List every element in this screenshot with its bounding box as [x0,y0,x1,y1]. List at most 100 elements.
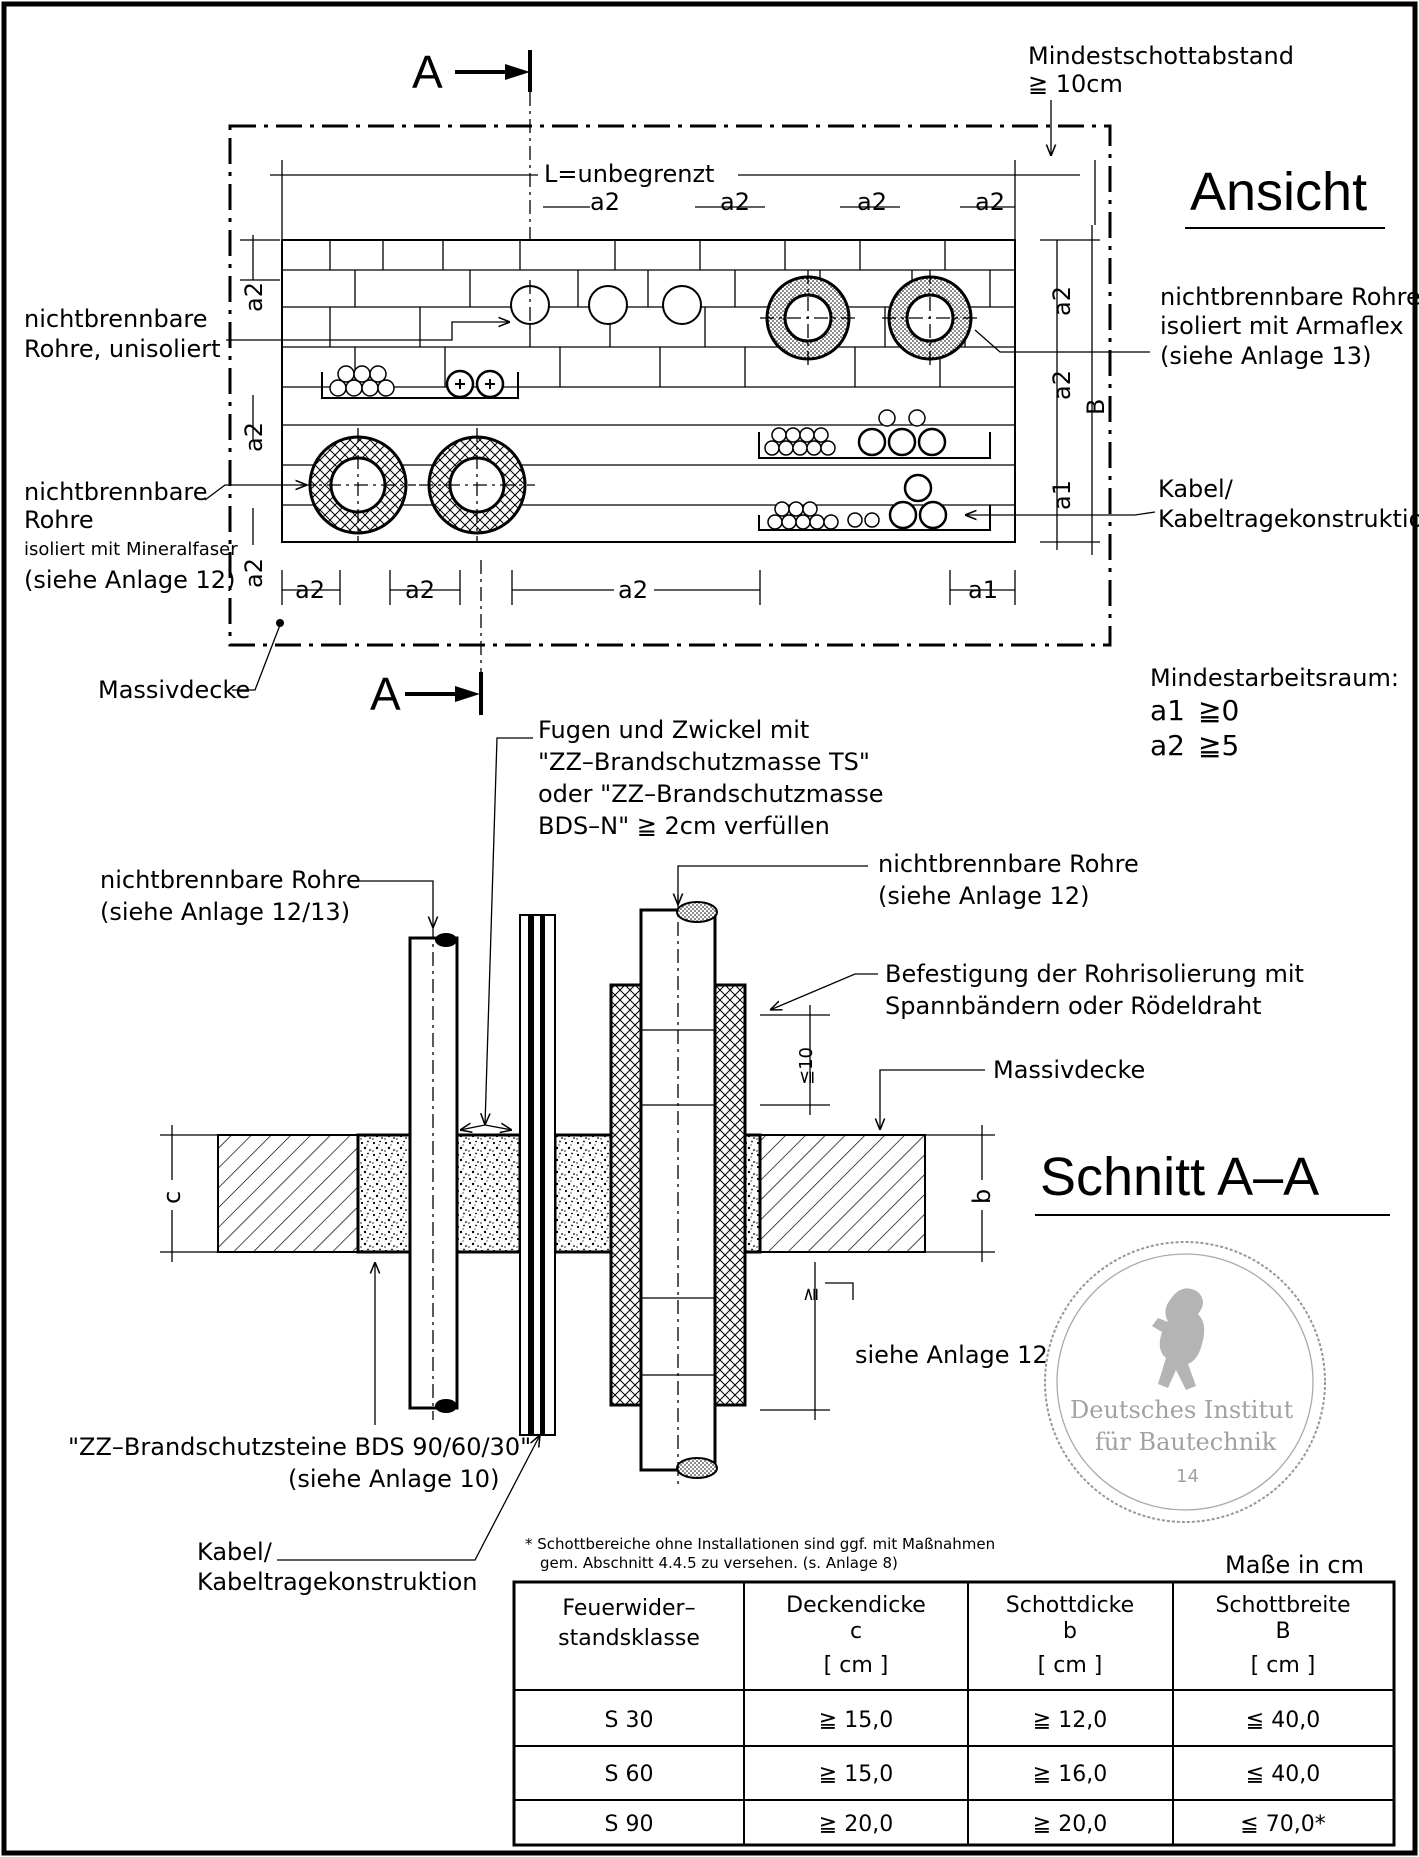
label-pipes-mineral-2: Rohre [24,506,94,534]
svg-text:a1: a1 [1048,480,1076,510]
table-cell: ≧ 15,0 [819,1708,893,1733]
cable-trays [321,365,991,531]
label-pipes-uninsulated-1: nichtbrennbare [24,305,208,333]
section-title: Schnitt A–A [1040,1147,1319,1207]
stamp-line2: für Bautechnik [1095,1428,1277,1456]
label-cables-section-1: Kabel/ [197,1538,273,1566]
label-pipes-mineral-1: nichtbrennbare [24,478,208,506]
pipes-armaflex [760,270,978,366]
label-joints-2: "ZZ–Brandschutzmasse TS" [538,748,870,776]
th-class-1: Feuerwider– [562,1596,695,1621]
cable-bundle [519,914,556,1436]
label-fastening-2: Spannbändern oder Rödeldraht [885,992,1262,1020]
label-joints-4: BDS–N" ≧ 2cm verfüllen [538,812,830,840]
dim-B: B [1082,399,1110,415]
pipe-left [408,925,459,1420]
stamp-line3: 14 [1176,1466,1199,1487]
label-joints-1: Fugen und Zwickel mit [538,716,809,744]
th-c-2: c [850,1619,862,1644]
label-pipes-uninsulated-2: Rohre, unisoliert [24,335,221,363]
svg-text:a2: a2 [857,188,887,216]
svg-text:a2: a2 [240,282,268,312]
th-class-2: standsklasse [558,1626,700,1651]
label-slab: Massivdecke [98,676,250,704]
dimensions-bottom: a2 a2 a2 a1 [281,570,1016,605]
label-pipes-mineral-4: (siehe Anlage 12) [24,566,235,594]
th-B-2: B [1275,1619,1290,1644]
svg-text:a2: a2 [1048,370,1076,400]
th-c-1: Deckendicke [786,1593,926,1618]
view-title: Ansicht [1190,162,1367,222]
units-label: Maße in cm [1225,1551,1364,1579]
workspace-a1-sym: a1 [1150,694,1185,727]
th-c-3: [ cm ] [824,1653,889,1678]
th-b-3: [ cm ] [1038,1653,1103,1678]
section-arrow-top [455,64,530,80]
slab-right [759,1134,926,1253]
label-pipes-right-2: (siehe Anlage 12) [878,882,1089,910]
table-cell: ≦ 40,0 [1246,1762,1320,1787]
svg-text:a2: a2 [618,576,648,604]
label-pipes-left-1: nichtbrennbare Rohre [100,866,361,894]
svg-text:a2: a2 [405,576,435,604]
table-cell: ≧ 20,0 [819,1812,893,1837]
min-distance-line2: ≧ 10cm [1028,70,1123,98]
dim-c: c [158,1191,186,1204]
label-joints-3: oder "ZZ–Brandschutzmasse [538,780,884,808]
pipe-right-insulated [609,895,747,1485]
min-distance-line1: Mindestschottabstand [1028,42,1294,70]
label-armaflex-2: isoliert mit Armaflex [1160,312,1404,340]
table-cell: S 30 [605,1708,654,1733]
th-b-2: b [1063,1619,1077,1644]
workspace-a2-sym: a2 [1150,729,1185,762]
bear-emblem [1152,1288,1205,1390]
table-cell: ≧ 12,0 [1033,1708,1107,1733]
section-schnitt: c b ≦10 ≧ Schnitt A–A Fugen und Zwickel … [68,716,1390,1596]
requirements-table: Feuerwider– standsklasse Deckendicke c [… [512,1580,1396,1847]
dim-b: b [968,1189,996,1204]
svg-text:a2: a2 [240,422,268,452]
dim-ge: ≧ [800,1287,821,1302]
svg-text:a2: a2 [975,188,1005,216]
th-B-1: Schottbreite [1215,1593,1350,1618]
table-cell: S 60 [605,1762,654,1787]
note-line1: * Schottbereiche ohne Installationen sin… [525,1535,995,1553]
brick-wall [281,239,1016,543]
dim-le-10: ≦10 [796,1047,817,1085]
length-dimension: L=unbegrenzt [544,160,714,188]
table-cell: ≧ 20,0 [1033,1812,1107,1837]
label-cables-1: Kabel/ [1158,475,1234,503]
view-ansicht: A A Mindestschottabstand ≧ 10cm L=unbegr… [24,42,1419,762]
stamp-line1: Deutsches Institut [1070,1396,1294,1424]
firestones-left [356,1133,412,1254]
table-cell: S 90 [605,1812,654,1837]
svg-text:a2: a2 [240,558,268,588]
label-pipes-right-1: nichtbrennbare Rohre [878,850,1139,878]
label-see-12: siehe Anlage 12 [855,1341,1048,1369]
label-stones-1: "ZZ–Brandschutzsteine BDS 90/60/30" [68,1433,531,1461]
slab-left [217,1134,359,1253]
a2-dimensions-top: a2 a2 a2 a2 [543,188,1015,216]
table-cell: ≧ 16,0 [1033,1762,1107,1787]
section-mark-top: A [412,46,443,98]
label-cables-section-2: Kabeltragekonstruktion [197,1568,477,1596]
label-armaflex-3: (siehe Anlage 13) [1160,342,1371,370]
label-armaflex-1: nichtbrennbare Rohre [1160,283,1419,311]
label-pipes-mineral-3: isoliert mit Mineralfaser [24,539,238,560]
slab-boundary [228,124,1112,647]
a2-dimensions-left: a2 a2 a2 [240,235,280,588]
label-slab-section: Massivdecke [993,1056,1145,1084]
workspace-a2: ≧5 [1198,729,1239,762]
th-B-3: [ cm ] [1251,1653,1316,1678]
section-arrow-bottom [405,686,480,702]
note-line2: gem. Abschnitt 4.4.5 zu versehen. (s. An… [540,1554,898,1572]
section-mark-bottom: A [370,668,401,720]
table-cell: ≦ 70,0* [1240,1812,1325,1837]
workspace-title: Mindestarbeitsraum: [1150,664,1399,692]
svg-text:a2: a2 [720,188,750,216]
dibt-stamp: Deutsches Institut für Bautechnik 14 [1044,1241,1326,1523]
th-b-1: Schottdicke [1006,1593,1134,1618]
label-stones-2: (siehe Anlage 10) [288,1465,499,1493]
